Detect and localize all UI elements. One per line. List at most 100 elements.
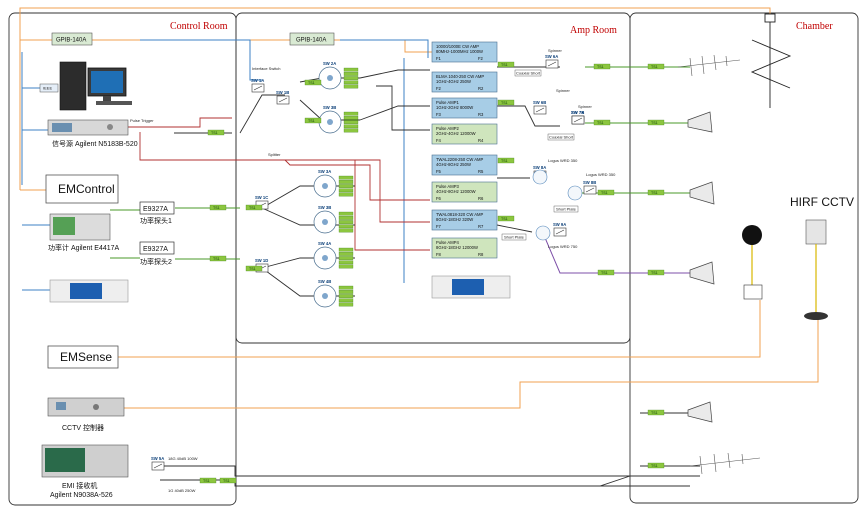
cable-tag-label: TS1: [308, 81, 315, 85]
amp-room-title: Amp Room: [570, 25, 617, 36]
circulator-2: [567, 185, 583, 201]
short-plate-1: [553, 205, 579, 213]
computer-icon: [59, 61, 132, 111]
turntable-antenna: [750, 13, 792, 108]
svg-text:功率探头1: 功率探头1: [140, 216, 172, 225]
cable-tag: TS1: [597, 189, 615, 196]
amplifier-name: TWAL0818-320 CW AMP: [436, 212, 484, 217]
display-box-right: [431, 275, 511, 299]
amplifier-name: Pulse AMP2: [436, 126, 459, 131]
short-plate-label-1: Short Plate: [556, 207, 577, 212]
dark-19: [261, 257, 355, 269]
switch-label: SW 1D: [255, 258, 268, 263]
cable-tag: TS1: [597, 269, 615, 276]
switch-label: SW 2A: [323, 61, 336, 66]
svg-text:IEEE: IEEE: [43, 86, 52, 91]
emsense-box: EMSense: [47, 345, 119, 369]
chamber-frame: [629, 12, 859, 504]
switch-8: SW 4A: [313, 241, 354, 270]
amplifier-name: Pulse AMP1: [436, 100, 459, 105]
amplifier-port-a: F3: [436, 112, 442, 117]
cable-tag: TS1: [647, 63, 665, 70]
dark-6: [359, 105, 430, 121]
cable-tag: TS1: [245, 204, 263, 211]
emi-receiver: EMI 接收机 Agilent N9038A-526: [41, 444, 129, 499]
amplifier-port-b: R6: [478, 196, 484, 201]
cable-tag-layer: TS1TS1TS1TS1TS1TS1TS1TS1TS1TS1TS1TS1TS1T…: [199, 61, 665, 484]
sensor-1: E9327A 功率探头1: [139, 201, 175, 225]
cable-tag-label: TS1: [249, 206, 256, 210]
horn-antenna-2: [689, 181, 715, 205]
switch-label: SW 1B: [276, 90, 289, 95]
switch-label: SW 3A: [318, 169, 331, 174]
cable-tag-label: TS1: [601, 191, 608, 195]
cable-tag-label: TS1: [211, 131, 218, 135]
gpib-box-1: GPIB-140A: [51, 32, 93, 46]
switch-label: SW 8B: [583, 180, 596, 185]
amplifier-name: 10000/1000E CW AMP: [436, 44, 479, 49]
horn-antenna-1: [687, 111, 713, 133]
switch-7: SW 3B: [313, 205, 354, 234]
display-box-left: [49, 279, 129, 303]
circulator-3: [535, 225, 551, 241]
switch-label: SW 6A: [545, 54, 558, 59]
svg-text:EMI 接收机: EMI 接收机: [62, 481, 97, 490]
svg-text:GPIB-140A: GPIB-140A: [56, 38, 86, 44]
cable-tag-label: TS1: [501, 217, 508, 221]
cable-tag-label: TS1: [203, 479, 210, 483]
pulse-trigger-label: Pulse Trigger: [130, 118, 154, 123]
cable-tag-label: TS1: [651, 464, 658, 468]
red-2: [285, 159, 430, 251]
cable-tag: TS1: [497, 157, 515, 164]
coax-short-label-2: Coaxial Short: [549, 135, 574, 140]
blue-ampbus: [340, 39, 429, 58]
circulator-1: [532, 169, 548, 185]
cable-tag-label: TS1: [501, 63, 508, 67]
amplifier-port-b: R4: [478, 138, 484, 143]
switch-label: SW 3B: [318, 205, 331, 210]
switch-14: SW 7B: [571, 110, 585, 125]
hirf-cctv-camera: HIRF CCTV: [790, 195, 854, 320]
switch-label: SW 4A: [318, 241, 331, 246]
ieee-box: IEEE: [39, 83, 59, 93]
cable-tag-label: TS1: [601, 271, 608, 275]
spinner-label-2: Spinner: [556, 88, 570, 93]
log-periodic-antenna-top: [677, 54, 741, 77]
emcontrol-box: EMControl: [45, 174, 119, 204]
lna-2-label: 1G 40dB 250W: [168, 488, 196, 493]
cable-tag: TS1: [647, 462, 665, 469]
switch-18: SW 5A: [151, 456, 165, 471]
horn-antenna-3: [689, 261, 715, 285]
cctv-controller-label: CCTV 控制器: [62, 423, 104, 432]
red-cables: [128, 117, 430, 251]
svg-text:EMControl: EMControl: [58, 182, 115, 196]
logus-label-1: Logus WRD 350: [548, 158, 578, 163]
switch-12: SW 6B: [533, 100, 547, 115]
chamber-title: Chamber: [796, 21, 833, 32]
switch-label: SW 4B: [318, 279, 331, 284]
switch-label: SW 1C: [255, 195, 268, 200]
dark-18: [261, 207, 355, 226]
switch-17: SW 9A: [553, 222, 567, 237]
amplifier-port-a: F2: [436, 86, 442, 91]
cable-tag-label: TS1: [223, 479, 230, 483]
switch-label: SW 7B: [571, 110, 584, 115]
cable-tag-label: TS1: [651, 121, 658, 125]
logus-label-3: Logus WRD 750: [548, 244, 578, 249]
switch-label: SW 6B: [533, 100, 546, 105]
amplifier-port-a: F1: [436, 56, 442, 61]
control-room-title: Control Room: [170, 21, 228, 32]
cable-tag-label: TS1: [249, 267, 256, 271]
amplifier-port-a: F5: [436, 169, 442, 174]
spinner-label-3: Spinner: [578, 104, 592, 109]
cable-tag: TS1: [304, 79, 322, 86]
dark-5: [359, 69, 430, 79]
orange-cables: [19, 7, 819, 409]
cable-tag-label: TS1: [597, 121, 604, 125]
logus-label-2: Logus WRD 350: [586, 172, 616, 177]
